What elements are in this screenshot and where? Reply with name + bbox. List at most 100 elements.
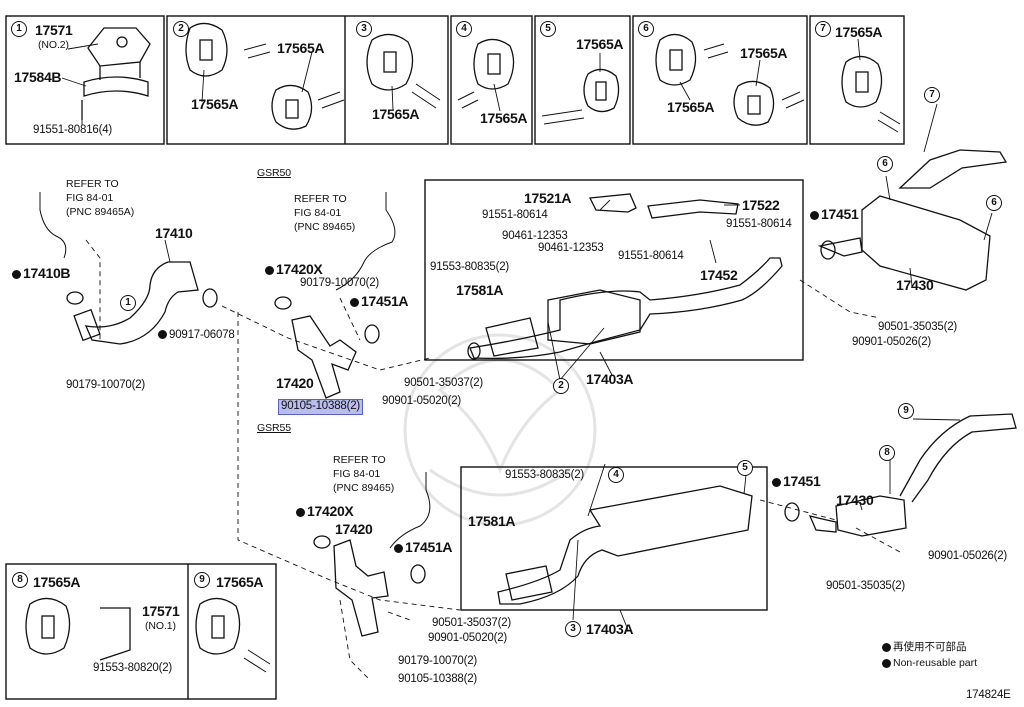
part-17410b-text: 17410B (23, 265, 71, 281)
non-reusable-dot (350, 297, 359, 307)
part-17522[interactable]: 17522 (742, 197, 780, 213)
hanger-shapes (25, 22, 883, 661)
part-91551-b[interactable]: 91551-80614 (726, 218, 792, 230)
part-90501-bottom[interactable]: 90501-35037(2) (432, 617, 512, 629)
group-label-gsr55: GSR55 (257, 422, 291, 434)
inset9-part-17565a: 17565A (216, 574, 264, 590)
ref-left-line3: (PNC 89465A) (66, 206, 135, 218)
inset-panel-frames (5, 15, 905, 700)
inset2-part-17565a-a: 17565A (277, 40, 325, 56)
part-90461-a[interactable]: 90461-12353 (502, 230, 568, 242)
part-90105-bottom[interactable]: 90105-10388(2) (398, 673, 478, 685)
part-90105-top-highlighted[interactable]: 90105-10388(2) (277, 399, 364, 415)
inset8-part-17571: 17571 (142, 603, 180, 619)
non-reusable-dot (810, 210, 819, 220)
part-17410b[interactable]: 17410B (12, 265, 71, 281)
gsr50-assembly-frame (424, 179, 804, 361)
part-17420-bottom[interactable]: 17420 (335, 521, 373, 537)
part-17452[interactable]: 17452 (700, 267, 738, 283)
callout-9: 9 (898, 403, 914, 419)
inset8-part-17571-sub: (NO.1) (145, 620, 176, 632)
inset-hanger-drawings (25, 22, 901, 673)
part-17451-top[interactable]: 17451 (810, 207, 859, 221)
part-17430-bottom[interactable]: 17430 (836, 492, 874, 508)
part-90901-top[interactable]: 90901-05020(2) (382, 395, 462, 407)
inset5-part-17565a: 17565A (576, 36, 624, 52)
inset-number-4: 4 (456, 21, 472, 37)
part-91551-c[interactable]: 91551-80614 (618, 250, 684, 262)
inset8-part-17565a: 17565A (33, 574, 81, 590)
part-90179-bottom[interactable]: 90179-10070(2) (398, 655, 478, 667)
part-17430-top[interactable]: 17430 (896, 277, 934, 293)
callout-5: 5 (737, 460, 753, 476)
part-90917-06078[interactable]: 90917-06078 (158, 329, 235, 342)
part-17581a-bottom[interactable]: 17581A (468, 513, 516, 529)
part-90901-right[interactable]: 90901-05026(2) (852, 336, 932, 348)
inset-number-5: 5 (540, 21, 556, 37)
inset-number-2: 2 (173, 21, 189, 37)
part-90901-bottom-right[interactable]: 90901-05026(2) (928, 550, 1008, 562)
callout-7: 7 (924, 87, 940, 103)
part-90179-left[interactable]: 90179-10070(2) (66, 379, 146, 391)
inset2-part-17565a-b: 17565A (191, 96, 239, 112)
non-reusable-dot (158, 330, 167, 340)
inset-number-8: 8 (12, 572, 28, 588)
inset4-part-17565a: 17565A (480, 110, 528, 126)
legend-english-text: Non-reusable part (893, 657, 978, 669)
part-17451a-bottom-text: 17451A (405, 539, 453, 555)
part-90501-bottom-right[interactable]: 90501-35035(2) (826, 580, 906, 592)
pipe-hints (243, 43, 901, 673)
callout-8: 8 (879, 445, 895, 461)
inset1-part-17571: 17571 (35, 22, 73, 38)
part-17451a-top[interactable]: 17451A (350, 293, 409, 309)
group-label-gsr50: GSR50 (257, 167, 291, 179)
part-17420x-bottom-text: 17420X (307, 503, 354, 519)
part-17521a[interactable]: 17521A (524, 190, 572, 206)
part-91551-a[interactable]: 91551-80614 (482, 209, 548, 221)
ref-top-line1: REFER TO (294, 193, 347, 205)
part-90501-right[interactable]: 90501-35035(2) (878, 321, 958, 333)
inset-number-1: 1 (11, 21, 27, 37)
ref-top-line3: (PNC 89465) (294, 221, 356, 233)
leader-lines (61, 38, 993, 631)
non-reusable-dot (265, 265, 274, 275)
part-17403a-bottom[interactable]: 17403A (586, 621, 634, 637)
part-17420-top[interactable]: 17420 (276, 375, 314, 391)
legend-dot (882, 658, 891, 668)
part-91553-bottom[interactable]: 91553-80835(2) (505, 469, 585, 481)
legend-japanese: 再使用不可部品 (882, 642, 967, 653)
ref-top-line2: FIG 84-01 (294, 207, 342, 219)
part-17420x-top-text: 17420X (276, 261, 323, 277)
exhaust-pipes (39, 149, 1017, 637)
part-90461-b[interactable]: 90461-12353 (538, 242, 604, 254)
inset7-part-17565a: 17565A (835, 24, 883, 40)
legend-english: Non-reusable part (882, 658, 977, 669)
part-90179-top[interactable]: 90179-10070(2) (300, 277, 380, 289)
inset-number-9: 9 (194, 572, 210, 588)
dashed-guides (85, 239, 901, 681)
inset1-part-17571-sub: (NO.2) (38, 39, 69, 51)
inset6-part-17565a-b: 17565A (667, 99, 715, 115)
non-reusable-dot (772, 477, 781, 487)
callout-6b: 6 (986, 195, 1002, 211)
part-90917-text: 90917-06078 (169, 329, 235, 341)
ref-left-line1: REFER TO (66, 178, 119, 190)
inset-number-6: 6 (638, 21, 654, 37)
part-17420x-top[interactable]: 17420X (265, 261, 323, 277)
non-reusable-dot (12, 269, 21, 279)
part-17451a-top-text: 17451A (361, 293, 409, 309)
part-17403a-top[interactable]: 17403A (586, 371, 634, 387)
part-17451a-bottom[interactable]: 17451A (394, 539, 453, 555)
part-90901-bottom[interactable]: 90901-05020(2) (428, 632, 508, 644)
part-17451-bottom[interactable]: 17451 (772, 474, 821, 488)
inset1-part-91551: 91551-80816(4) (33, 124, 113, 136)
watermark-emblem (403, 333, 597, 527)
part-91553-top[interactable]: 91553-80835(2) (430, 261, 510, 273)
part-90501-top[interactable]: 90501-35037(2) (404, 377, 484, 389)
inset-number-3: 3 (356, 21, 372, 37)
part-17410[interactable]: 17410 (155, 225, 193, 241)
part-17420x-bottom[interactable]: 17420X (296, 503, 354, 519)
callout-1: 1 (120, 295, 136, 311)
part-17581a-top[interactable]: 17581A (456, 282, 504, 298)
